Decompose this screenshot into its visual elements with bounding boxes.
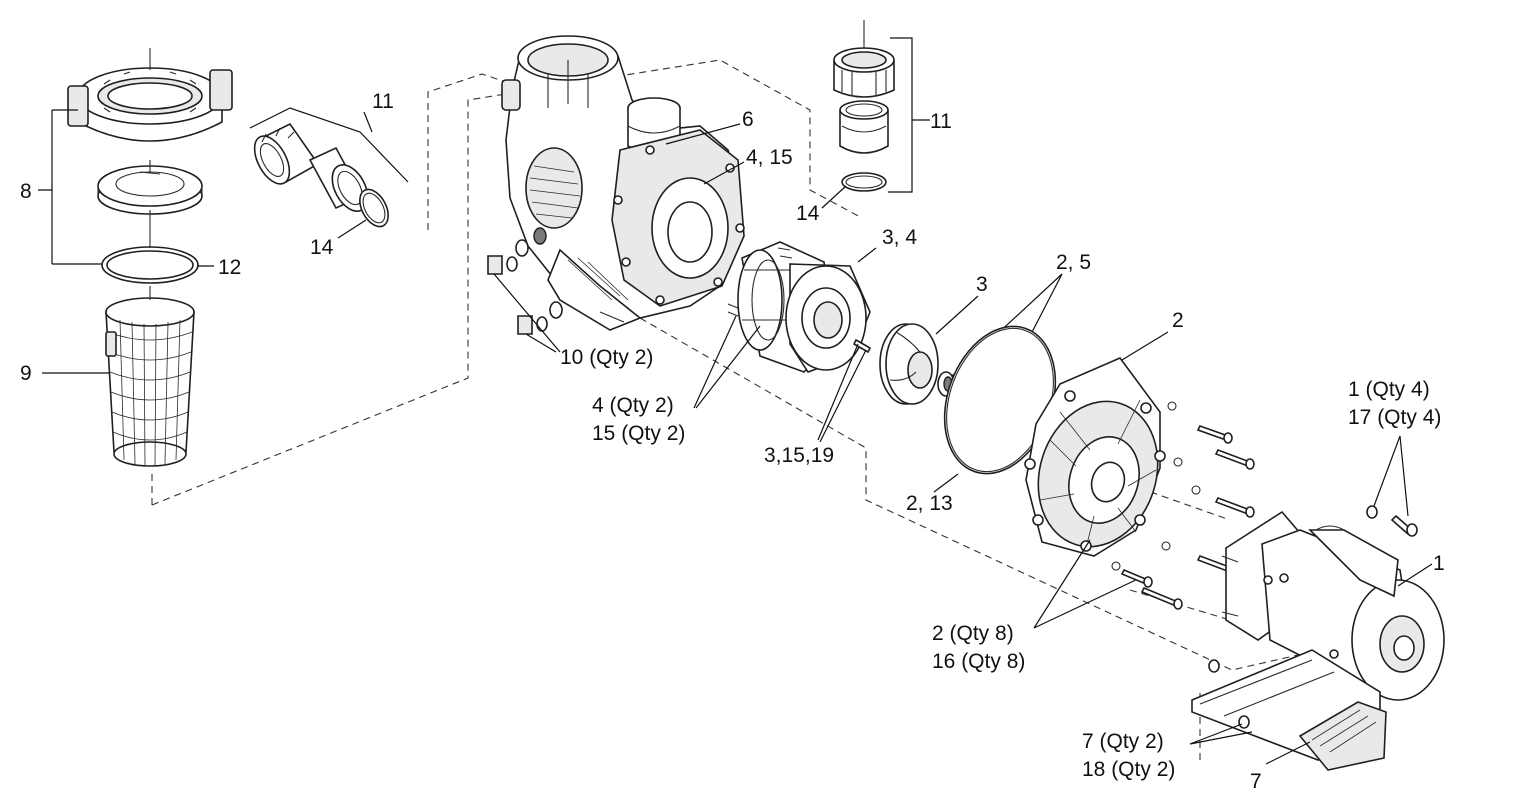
callout-10-qty: 10 (Qty 2)	[560, 346, 653, 369]
callout-2: 2	[1172, 309, 1184, 332]
callout-3: 3	[976, 273, 988, 296]
drain-plugs	[487, 227, 563, 353]
callout-4-15: 4, 15	[746, 146, 793, 169]
strainer-basket	[42, 297, 195, 467]
callout-4-15-leader	[703, 161, 745, 185]
impeller-pin	[817, 338, 872, 443]
callout-2-13: 2, 13	[906, 492, 953, 515]
callout-8: 8	[20, 180, 32, 203]
callout-7-qty: 7 (Qty 2)	[1082, 730, 1164, 753]
callout-6-leader	[665, 123, 741, 145]
callout-labels: 1 1 (Qty 4) 17 (Qty 4) 2 2 (Qty 8) 16 (Q…	[20, 90, 1445, 793]
strainer-lid-cover	[97, 165, 203, 215]
housing-bolts	[1111, 401, 1255, 610]
callout-15-qty: 15 (Qty 2)	[592, 422, 685, 445]
callout-18-qty: 18 (Qty 2)	[1082, 758, 1175, 781]
callout-1-qty: 1 (Qty 4)	[1348, 378, 1430, 401]
callout-14-right: 14	[796, 202, 820, 225]
callout-17-qty: 17 (Qty 4)	[1348, 406, 1441, 429]
callout-12: 12	[218, 256, 241, 279]
callout-2-5: 2, 5	[1056, 251, 1091, 274]
left-union-fitting	[249, 107, 409, 239]
callout-9: 9	[20, 362, 32, 385]
callout-2-qty: 2 (Qty 8)	[932, 622, 1014, 645]
motor-base	[1189, 649, 1387, 771]
impeller	[879, 295, 979, 405]
callout-6: 6	[742, 108, 754, 131]
callout-7: 7	[1250, 770, 1262, 793]
lid-o-ring	[101, 246, 214, 284]
callout-14-left: 14	[310, 236, 334, 259]
callout-4-qty: 4 (Qty 2)	[592, 394, 674, 417]
callout-1: 1	[1433, 552, 1445, 575]
right-union-fitting	[821, 20, 930, 209]
diffuser-assembly	[693, 241, 877, 409]
strainer-lid-ring	[67, 48, 233, 142]
callout-11-right: 11	[930, 110, 952, 133]
callout-11-left: 11	[372, 90, 394, 113]
pump-housing	[501, 35, 745, 331]
seal-plate	[1024, 331, 1169, 629]
callout-3-4: 3, 4	[882, 226, 917, 249]
motor-bolts	[1366, 435, 1418, 537]
motor	[1221, 510, 1445, 701]
callout-16-qty: 16 (Qty 8)	[932, 650, 1025, 673]
callout-3-15-19: 3,15,19	[764, 444, 834, 467]
callout-8-bracket	[38, 109, 104, 265]
